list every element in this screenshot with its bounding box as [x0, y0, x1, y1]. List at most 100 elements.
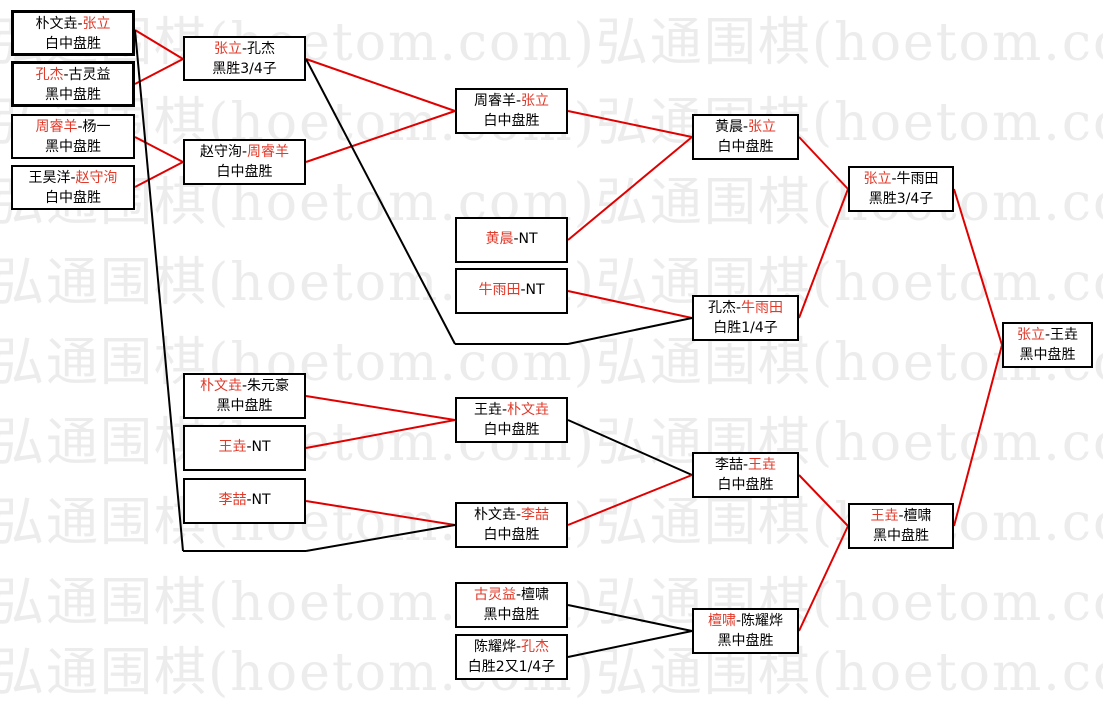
match-players: 周睿羊-杨一 [13, 117, 133, 137]
match-players: 陈耀烨-孔杰 [457, 637, 566, 657]
match-players: 张立-牛雨田 [850, 169, 952, 189]
player-a: 王垚 [218, 439, 247, 455]
winner-connector-line [134, 58, 184, 85]
player-b: 周睿羊 [247, 144, 290, 160]
player-a: 张立 [213, 41, 242, 57]
match-box: 王垚-檀啸黑中盘胜 [848, 503, 954, 549]
loser-connector-line [567, 419, 693, 476]
match-players: 赵守洵-周睿羊 [185, 142, 304, 162]
match-result: 黑中盘胜 [717, 633, 774, 649]
separator: - [513, 231, 519, 247]
match-box: 黄晨-NT [455, 217, 568, 263]
match-result: 白中盘胜 [45, 36, 101, 52]
player-b: 檀啸 [521, 587, 550, 603]
player-a: 朴文垚 [35, 16, 78, 32]
winner-connector-line [953, 188, 1003, 346]
match-result: 黑中盘胜 [216, 398, 273, 414]
match-box: 黄晨-张立白中盘胜 [692, 114, 799, 160]
match-players: 古灵益-檀啸 [457, 585, 566, 605]
match-box: 檀啸-陈耀烨黑中盘胜 [692, 608, 799, 654]
player-b: 古灵益 [68, 67, 111, 83]
separator: - [246, 439, 252, 455]
match-players: 张立-王垚 [1004, 325, 1091, 345]
player-b: 王垚 [748, 457, 777, 473]
player-b: 张立 [82, 16, 111, 32]
match-box: 周睿羊-杨一黑中盘胜 [11, 114, 135, 159]
match-box: 李喆-NT [183, 478, 306, 524]
separator: - [241, 41, 248, 57]
match-players: 朴文垚-朱元豪 [185, 376, 304, 396]
player-a: 周睿羊 [473, 93, 516, 109]
player-a: 张立 [863, 171, 892, 187]
player-a: 古灵益 [473, 587, 516, 603]
match-box: 古灵益-檀啸黑中盘胜 [455, 582, 568, 628]
match-players: 黄晨-张立 [694, 117, 797, 137]
player-a: 孔杰 [707, 300, 736, 316]
match-box: 王垚-朴文垚白中盘胜 [455, 397, 568, 443]
match-players: 朴文垚-李喆 [457, 505, 566, 525]
winner-connector-line [134, 29, 184, 60]
match-box: 陈耀烨-孔杰白胜2又1/4子 [455, 634, 568, 680]
bracket-lines [134, 29, 1003, 658]
winner-connector-line [305, 419, 456, 449]
separator: - [898, 508, 904, 524]
match-result: 白胜1/4子 [713, 320, 778, 336]
match-result: 白中盘胜 [717, 139, 774, 155]
match-result: 白中盘胜 [483, 527, 540, 543]
player-b: NT [251, 492, 271, 508]
separator: - [77, 16, 83, 32]
match-players: 李喆-王垚 [694, 455, 797, 475]
loser-connector-line [567, 630, 693, 658]
player-a: 朴文垚 [473, 507, 516, 523]
match-box: 张立-牛雨田黑胜3/4子 [848, 166, 954, 212]
separator: - [241, 144, 248, 160]
loser-connector-line [567, 604, 693, 632]
match-players: 王垚-檀啸 [850, 506, 952, 526]
match-result: 白中盘胜 [216, 164, 273, 180]
match-result: 黑中盘胜 [873, 528, 929, 544]
separator: - [241, 378, 248, 394]
separator: - [515, 639, 522, 655]
separator: - [1044, 327, 1051, 343]
player-a: 黄晨 [714, 119, 743, 135]
match-box: 朴文垚-李喆白中盘胜 [455, 502, 568, 548]
match-box: 周睿羊-张立白中盘胜 [455, 88, 568, 134]
player-b: 牛雨田 [741, 300, 784, 316]
match-box: 牛雨田-NT [455, 268, 568, 314]
separator: - [515, 587, 522, 603]
winner-connector-line [134, 161, 184, 188]
winner-connector-line [305, 110, 456, 163]
player-a: 李喆 [714, 457, 743, 473]
player-a: 牛雨田 [478, 282, 521, 298]
player-b: NT [525, 282, 545, 298]
player-b: 张立 [748, 119, 777, 135]
player-a: 檀啸 [707, 613, 736, 629]
match-result: 黑中盘胜 [45, 139, 101, 155]
match-result: 白中盘胜 [483, 422, 540, 438]
separator: - [501, 402, 508, 418]
player-b: 朴文垚 [507, 402, 550, 418]
match-box: 王垚-NT [183, 425, 306, 471]
winner-connector-line [305, 395, 456, 421]
separator: - [70, 170, 76, 186]
match-box: 孔杰-牛雨田白胜1/4子 [692, 295, 799, 341]
separator: - [246, 492, 252, 508]
loser-connector-line [134, 29, 184, 552]
player-a: 王垚 [870, 508, 899, 524]
player-a: 陈耀烨 [473, 639, 516, 655]
winner-connector-line [567, 290, 693, 319]
winner-connector-line [798, 136, 849, 190]
match-players: 孔杰-古灵益 [14, 65, 132, 85]
player-b: 孔杰 [521, 639, 550, 655]
player-b: 李喆 [521, 507, 550, 523]
match-box: 李喆-王垚白中盘胜 [692, 452, 799, 498]
loser-connector-line [305, 524, 456, 552]
match-players: 周睿羊-张立 [457, 91, 566, 111]
player-b: 檀啸 [903, 508, 932, 524]
match-box: 朴文垚-张立白中盘胜 [11, 10, 135, 56]
player-a: 李喆 [218, 492, 247, 508]
player-a: 朴文垚 [199, 378, 242, 394]
loser-connector-line [305, 58, 456, 345]
player-a: 王垚 [473, 402, 502, 418]
match-result: 黑胜3/4子 [212, 61, 277, 77]
